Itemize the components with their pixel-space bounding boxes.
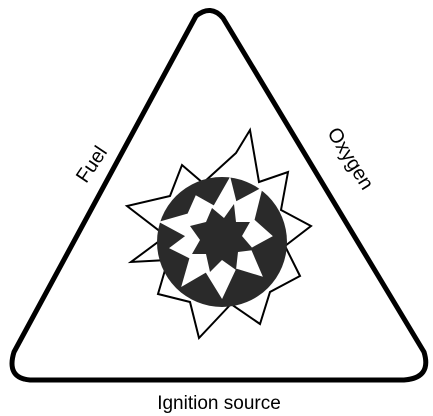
explosion-icon	[127, 130, 311, 338]
ignition-source-label: Ignition source	[157, 393, 281, 414]
oxygen-label: Oxygen	[322, 124, 377, 194]
